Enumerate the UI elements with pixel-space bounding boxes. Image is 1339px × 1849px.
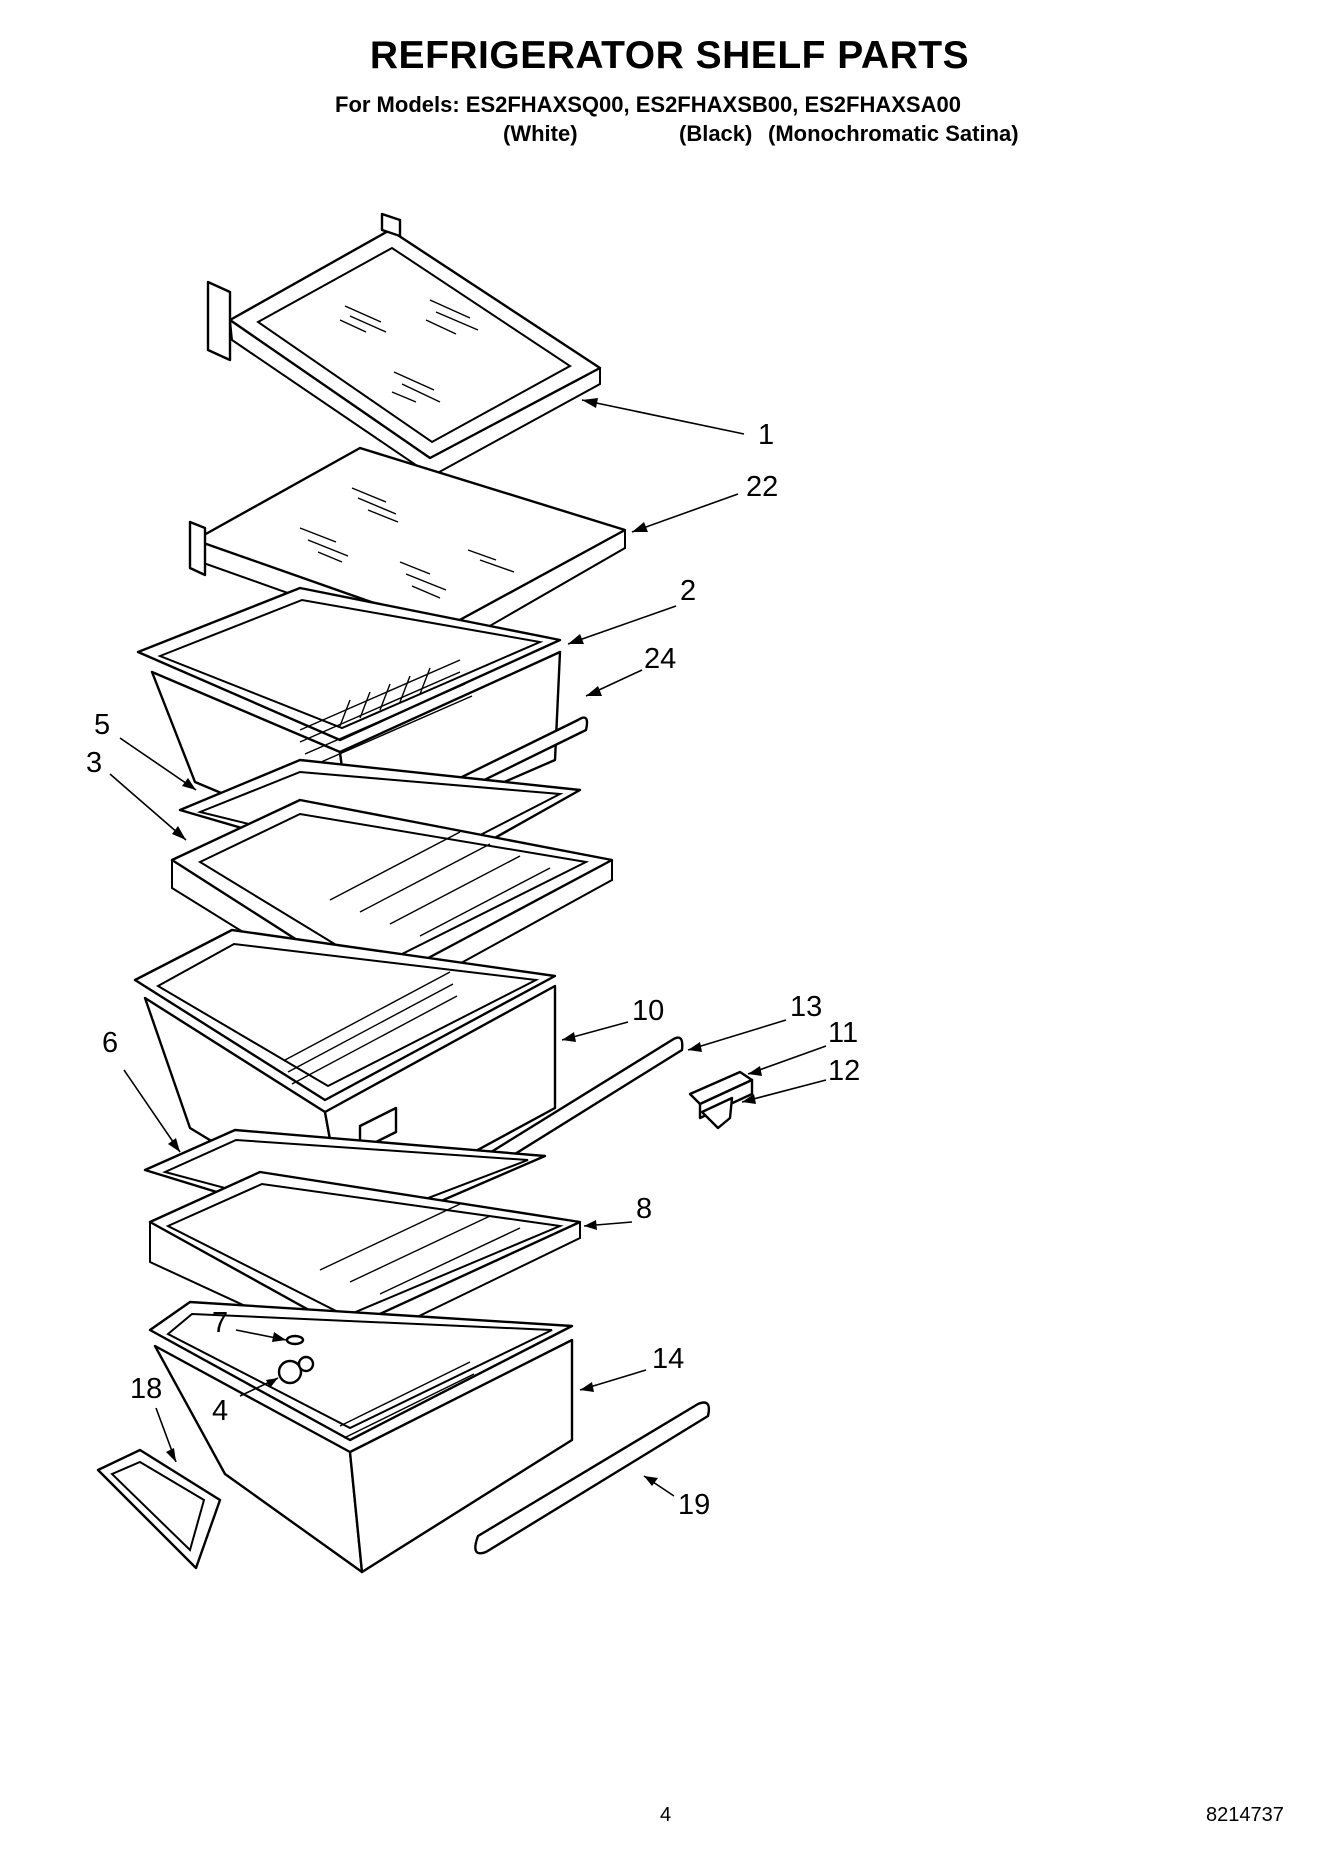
callout-2: 2 — [680, 575, 696, 607]
callout-3: 3 — [86, 747, 102, 779]
page-title: REFRIGERATOR SHELF PARTS — [369, 34, 970, 77]
leader-lines — [109, 398, 827, 1497]
part-8-lower-cover-frame — [148, 1170, 582, 1354]
part-18-label-card — [96, 1448, 222, 1570]
callout-10: 10 — [632, 995, 664, 1027]
color-black-label: (Black) — [679, 121, 753, 146]
part-11-12-clips — [688, 1070, 754, 1130]
callout-24: 24 — [644, 643, 676, 675]
color-white-label: (White) — [503, 121, 578, 146]
callout-1: 1 — [758, 419, 774, 451]
callout-5: 5 — [94, 709, 110, 741]
callout-8: 8 — [636, 1193, 652, 1225]
callout-6: 6 — [102, 1027, 118, 1059]
page-number: 4 — [660, 1804, 672, 1826]
callout-14: 14 — [652, 1343, 684, 1375]
callout-13: 13 — [790, 991, 822, 1023]
color-mono-label: (Monochromatic Satina) — [768, 121, 1019, 146]
callout-4: 4 — [212, 1395, 228, 1427]
callout-11: 11 — [828, 1017, 858, 1049]
callout-12: 12 — [828, 1055, 860, 1087]
models-line: For Models: ES2FHAXSQ00, ES2FHAXSB00, ES… — [335, 92, 961, 117]
callout-22: 22 — [746, 471, 778, 503]
callout-7: 7 — [212, 1307, 228, 1339]
part-7-4-hardware — [277, 1334, 315, 1385]
part-19-bottom-handle — [474, 1401, 711, 1555]
callout-18: 18 — [130, 1373, 162, 1405]
document-number: 8214737 — [1206, 1804, 1284, 1826]
part-14-bottom-drawer — [148, 1300, 574, 1574]
callout-numbers: 1 22 2 24 5 3 10 13 11 12 6 8 7 14 18 4 … — [86, 419, 860, 1521]
callout-19: 19 — [678, 1489, 710, 1521]
part-1-top-shelf — [206, 212, 602, 478]
